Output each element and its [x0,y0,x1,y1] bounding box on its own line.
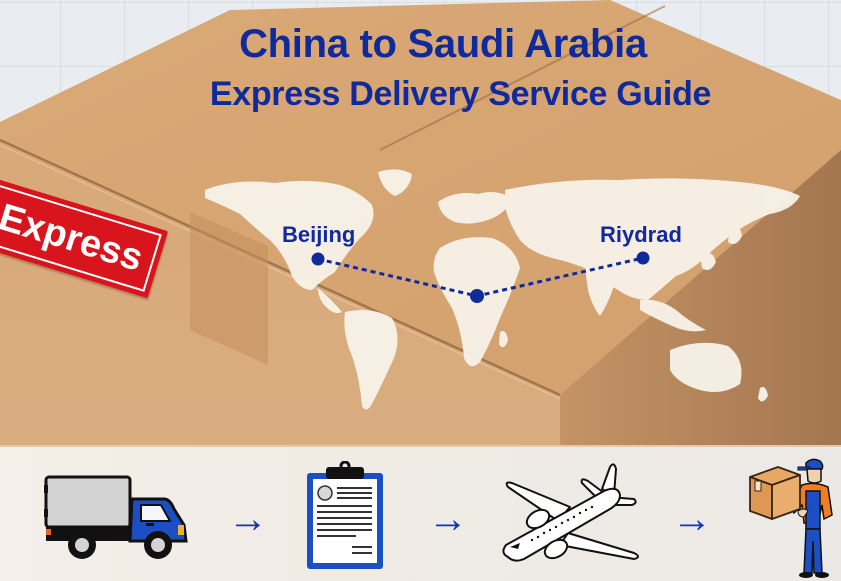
packing-tape [190,212,268,365]
airplane-icon [502,463,639,562]
route-point-destination [636,251,650,265]
city-label-destination: Riydrad [600,222,682,247]
route-point-origin [311,252,325,266]
clipboard-icon [307,461,383,569]
arrow-icon: → [672,497,712,541]
process-steps-strip: → → [0,445,841,581]
courier-icon [749,458,833,578]
truck-icon [44,475,188,559]
box-front-face [0,140,560,445]
box-side-face [560,150,841,445]
arrow-icon: → [428,497,468,541]
city-label-origin: Beijing [282,222,356,247]
title-line-1: China to Saudi Arabia [239,22,647,66]
page-title: China to Saudi Arabia Express Delivery S… [0,18,841,118]
route-point-midway [470,289,484,303]
title-line-2: Express Delivery Service Guide [209,75,712,113]
arrow-icon: → [228,497,268,541]
